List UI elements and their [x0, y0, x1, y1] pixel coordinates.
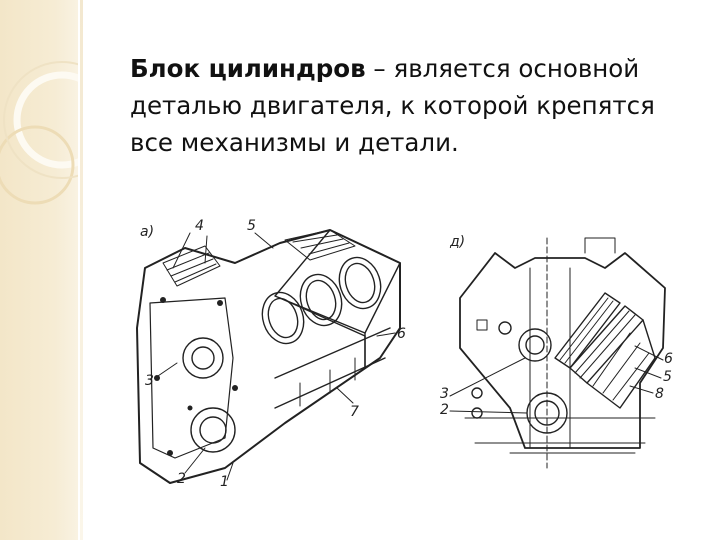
callout-d-6: 6: [664, 351, 673, 367]
callout-d-8: 8: [655, 386, 664, 402]
panel-label-d: д): [449, 234, 465, 250]
decorative-rings: [0, 61, 78, 205]
cylinder-bank-section: [554, 292, 656, 409]
callout-a-6: 6: [397, 326, 406, 342]
callout-a-7: 7: [350, 404, 359, 420]
decorative-side-strip: [0, 0, 78, 540]
callout-a-2: 2: [177, 471, 186, 487]
callout-d-3: 3: [440, 386, 449, 402]
callout-d-2: 2: [440, 402, 449, 418]
callout-a-5: 5: [247, 218, 256, 234]
block-drawing-d: [449, 237, 666, 469]
callout-a-3: 3: [145, 373, 154, 389]
callout-a-1: 1: [220, 474, 229, 490]
slide-heading-rest: – является основной деталью двигателя, к…: [130, 54, 655, 157]
cylinder-bores: [261, 256, 382, 345]
slide-text: Блок цилиндров – является основной детал…: [130, 50, 690, 161]
slide-heading-term: Блок цилиндров: [130, 54, 366, 83]
panel-label-a: а): [140, 224, 154, 240]
callout-a-4: 4: [195, 218, 204, 234]
block-drawing-a: [136, 229, 401, 484]
engine-block-illustration: а) д) 4 5 6 3 7 2 1 3 2 6 5 8: [136, 218, 673, 490]
callout-d-5: 5: [663, 369, 672, 385]
decorative-divider: [80, 0, 83, 540]
